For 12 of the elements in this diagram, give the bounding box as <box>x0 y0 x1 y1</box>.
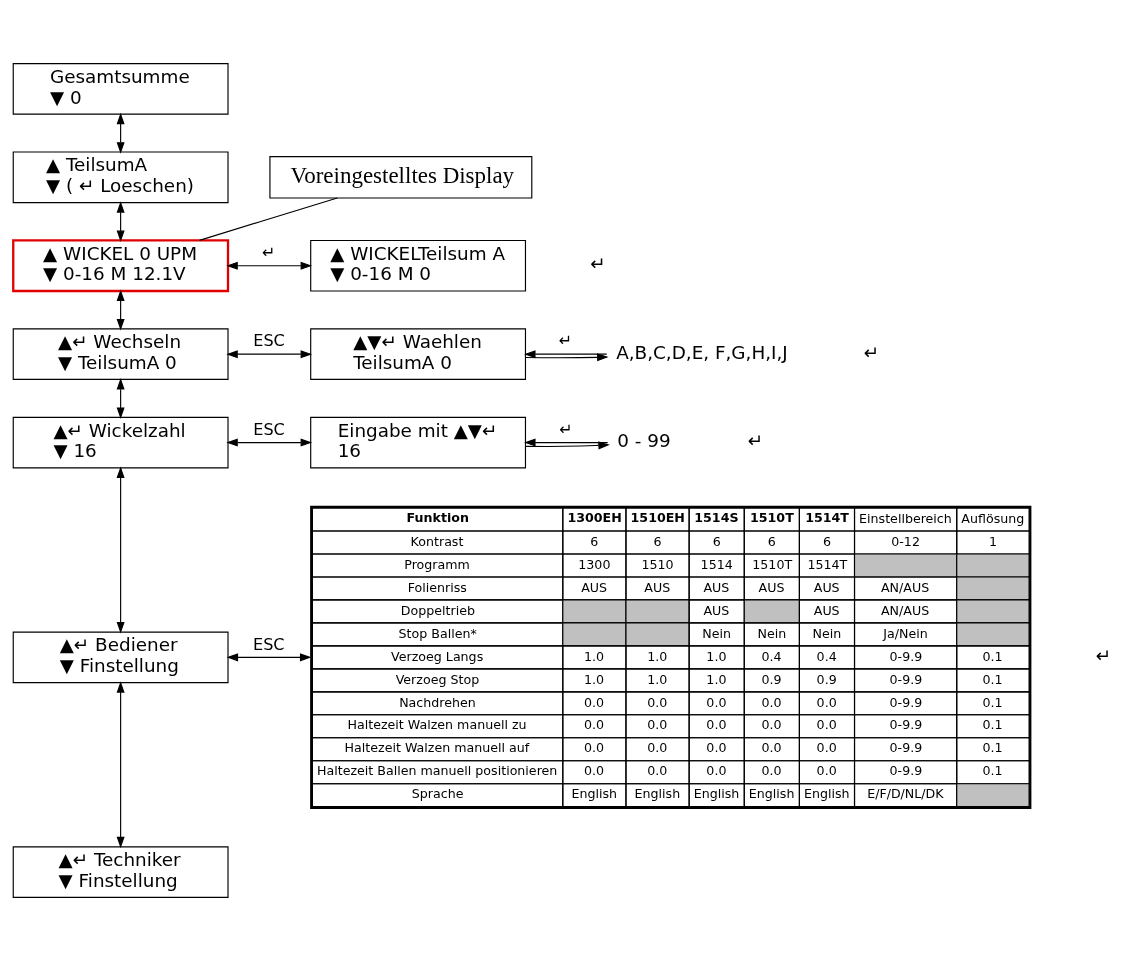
edge-label: ↵ <box>261 242 276 262</box>
node-text: A,B,C,D,E, F,G,H,I,J <box>616 341 788 363</box>
edge-label: ESC <box>253 419 285 439</box>
label: ↵ <box>863 341 880 363</box>
label: ↵ <box>1095 644 1112 666</box>
label: ↵ <box>590 252 606 274</box>
node-text: 0 - 99 <box>617 429 671 451</box>
edge-label: ESC <box>252 634 285 654</box>
label: ↵ <box>747 429 764 451</box>
edge-label: ↵ <box>559 419 573 439</box>
edge-label: ↵ <box>558 330 573 350</box>
edge-label: ESC <box>253 330 285 350</box>
